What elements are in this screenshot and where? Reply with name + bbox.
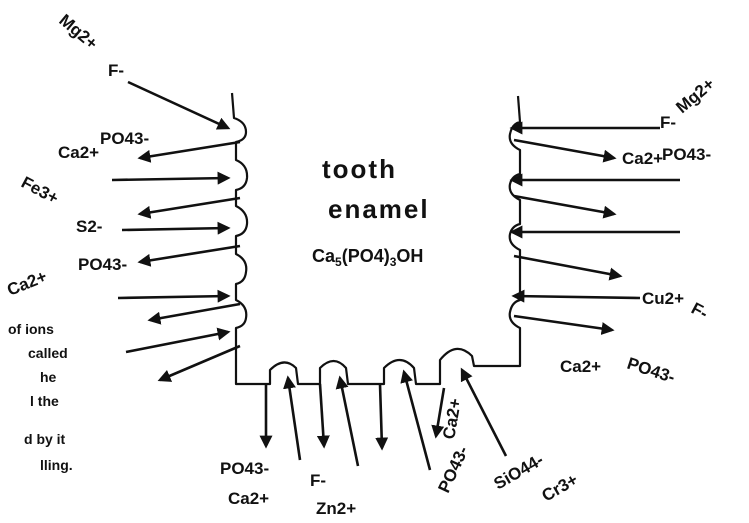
arrow-out-left-3: [140, 198, 240, 214]
label-ca-bottom-rot: Ca2+: [439, 397, 465, 441]
arrow-in-left-2: [112, 178, 228, 180]
label-po-bottom-rot: PO43-: [434, 443, 472, 496]
arrow-out-right-5: [514, 256, 620, 276]
arrow-out-left-5: [140, 246, 240, 262]
label-po-right-2: PO43-: [625, 354, 678, 387]
caption-line-3: he: [40, 369, 57, 385]
caption-line-1: of ions: [8, 321, 54, 337]
label-si-bottom: SiO44-: [491, 450, 547, 493]
title-tooth: tooth: [322, 154, 397, 184]
label-mg-right: Mg2+: [672, 74, 718, 117]
arrow-in-f-left: [128, 82, 228, 128]
arrow-out-right-7: [514, 316, 612, 330]
arrow-out-right-3: [514, 196, 614, 214]
caption-line-5: d by it: [24, 431, 66, 447]
label-cu-right: Cu2+: [642, 289, 684, 308]
arrow-out-left-1: [140, 142, 240, 158]
label-po-bottom: PO43-: [220, 459, 269, 478]
label-f-right: F-: [660, 113, 676, 132]
label-ca-left-2: Ca2+: [4, 267, 49, 300]
caption-line-6: lling.: [40, 457, 73, 473]
label-ca-right-2: Ca2+: [560, 357, 601, 376]
arrow-in-bottom-2: [288, 378, 300, 460]
arrow-in-bottom-4: [340, 378, 358, 466]
arrow-out-left-7: [150, 304, 240, 320]
caption-line-4: l the: [30, 393, 59, 409]
arrow-out-right-1: [514, 140, 614, 158]
arrow-out-bottom-5: [380, 384, 382, 448]
enamel-outline: [232, 93, 520, 384]
enamel-formula: Ca5(PO4)3OH: [312, 246, 423, 269]
arrow-in-bottom-8: [462, 370, 506, 456]
label-fe-left: Fe3+: [18, 173, 62, 208]
label-f2-right: F-: [688, 299, 711, 323]
label-f-left: F-: [108, 61, 124, 80]
title-enamel: enamel: [328, 194, 430, 224]
arrow-in-left-6: [118, 296, 228, 298]
label-ca-right-1: Ca2+: [622, 149, 663, 168]
arrow-in-bottom-6: [404, 372, 430, 470]
label-ca-left-1: Ca2+: [58, 143, 99, 162]
arrow-in-left-4: [122, 228, 228, 230]
label-po-right-1: PO43-: [662, 145, 711, 164]
label-po-left-2: PO43-: [78, 255, 127, 274]
label-zn-bottom: Zn2+: [316, 499, 356, 518]
arrow-out-left-9: [160, 346, 240, 380]
label-mg-left: Mg2+: [55, 11, 101, 54]
label-ca-bottom: Ca2+: [228, 489, 269, 508]
arrow-out-bottom-3: [320, 384, 324, 446]
label-s-left: S2-: [76, 217, 102, 236]
arrow-in-left-8: [126, 332, 228, 352]
label-cr-bottom: Cr3+: [539, 470, 582, 506]
label-po-left-1: PO43-: [100, 129, 149, 148]
caption-line-2: called: [28, 345, 68, 361]
arrow-in-cu-right: [514, 296, 640, 298]
label-f-bottom: F-: [310, 471, 326, 490]
